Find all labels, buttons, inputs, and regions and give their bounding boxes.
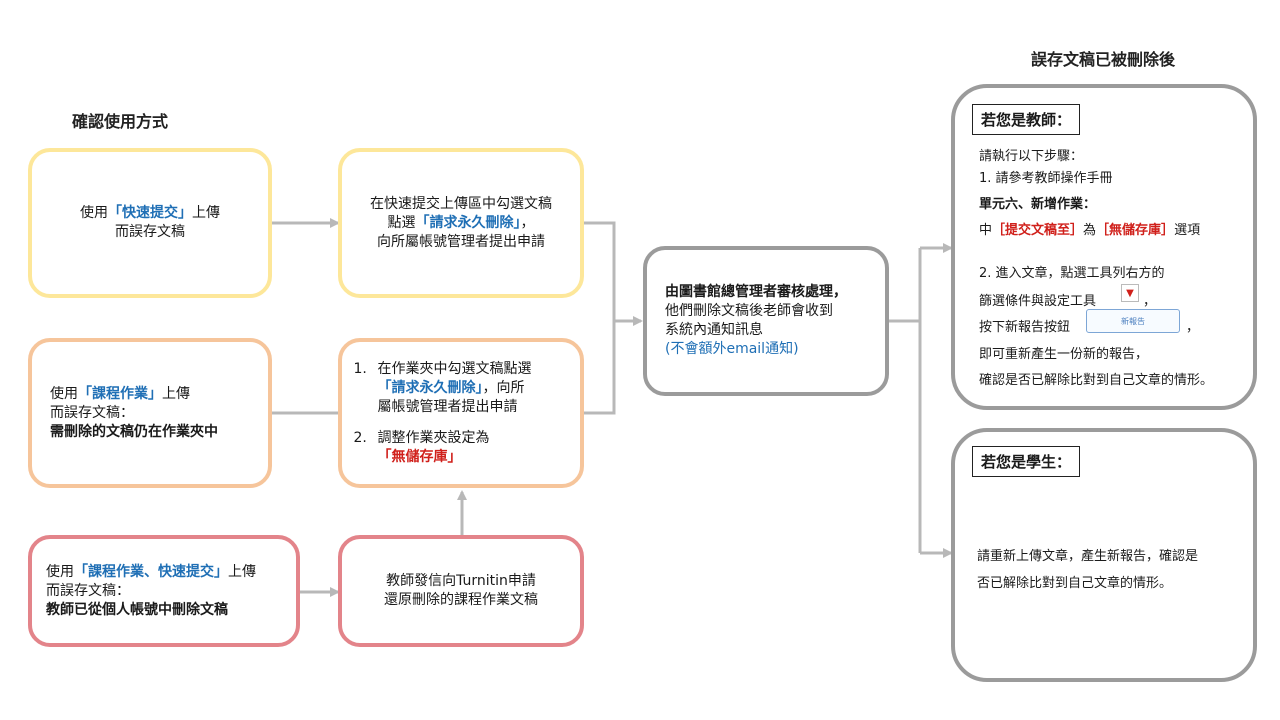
cause-quick-submit: 使用「快速提交」上傳 而誤存文稿 bbox=[28, 148, 272, 298]
text: 按下新報告按鈕 bbox=[979, 320, 1071, 335]
highlight-course-assignment: 「課程作業」 bbox=[78, 385, 162, 402]
text: 在作業夾中勾選文稿點選 bbox=[377, 360, 532, 377]
text: 上傳 bbox=[228, 563, 256, 580]
filter-dropdown-icon: ▼ bbox=[1121, 284, 1139, 302]
text: 調整作業夾設定為 bbox=[377, 429, 490, 446]
new-report-button[interactable]: 新報告 bbox=[1086, 309, 1180, 333]
text: 使用 bbox=[50, 385, 78, 402]
text: (不會額外email通知) bbox=[665, 341, 799, 357]
text: 否已解除比對到自己文章的情形。 bbox=[977, 576, 1173, 591]
text: 而誤存文稿： bbox=[46, 582, 130, 599]
text: 在快速提交上傳區中勾選文稿 bbox=[370, 195, 552, 212]
admin-review-box: 由圖書館總管理者審核處理， 他們刪除文稿後老師會收到 系統內通知訊息 (不會額外… bbox=[643, 246, 889, 396]
teacher-step1-options: 中［提交文稿至］為［無儲存庫］選項 bbox=[979, 219, 1200, 238]
text: 屬帳號管理者提出申請 bbox=[377, 398, 518, 415]
action-quick-submit: 在快速提交上傳區中勾選文稿 點選「請求永久刪除」， 向所屬帳號管理者提出申請 bbox=[338, 148, 584, 298]
teacher-panel bbox=[951, 84, 1257, 410]
text: 選項 bbox=[1174, 223, 1201, 238]
text: 為 bbox=[1083, 223, 1097, 238]
text: 而誤存文稿 bbox=[115, 224, 185, 240]
text: 點選 bbox=[387, 214, 416, 231]
highlight-request-delete: 「請求永久刪除」 bbox=[415, 214, 521, 231]
text: 上傳 bbox=[162, 385, 190, 402]
highlight-request-delete: 「請求永久刪除」 bbox=[377, 379, 483, 396]
text: 2. 進入文章，點選工具列右方的 bbox=[979, 266, 1165, 281]
text: 使用 bbox=[46, 563, 74, 580]
text: 需刪除的文稿仍在作業夾中 bbox=[50, 423, 218, 440]
left-heading: 確認使用方式 bbox=[72, 112, 169, 131]
text: 他們刪除文稿後老師會收到 bbox=[665, 303, 833, 319]
text: 中 bbox=[979, 223, 993, 238]
text: ， bbox=[1186, 320, 1200, 335]
text: 請重新上傳文章，產生新報告，確認是 bbox=[977, 549, 1199, 564]
text: 2. bbox=[353, 429, 367, 446]
text: 請執行以下步驟： bbox=[979, 149, 1084, 164]
text: 而誤存文稿： bbox=[50, 404, 134, 421]
text: 單元六、新增作業： bbox=[979, 197, 1097, 212]
text: 系統內通知訊息 bbox=[665, 322, 763, 338]
text: 向所屬帳號管理者提出申請 bbox=[377, 233, 545, 250]
highlight-submit-to: ［提交文稿至］ bbox=[992, 223, 1084, 238]
text: 確認是否已解除比對到自己文章的情形。 bbox=[979, 373, 1214, 388]
right-heading: 誤存文稿已被刪除後 bbox=[1031, 50, 1176, 69]
text: 即可重新產生一份新的報告， bbox=[979, 347, 1149, 362]
text: 教師發信向Turnitin申請 bbox=[386, 573, 536, 589]
highlight-course-and-quick: 「課程作業、快速提交」 bbox=[74, 563, 228, 580]
merge-line bbox=[584, 221, 616, 415]
text: 1. 請參考教師操作手冊 bbox=[979, 171, 1113, 186]
text: ， bbox=[520, 214, 535, 231]
text: ，向所 bbox=[482, 379, 525, 396]
cause-deleted-by-teacher: 使用「課程作業、快速提交」上傳 而誤存文稿： 教師已從個人帳號中刪除文稿 bbox=[28, 535, 300, 647]
cause-course-assignment: 使用「課程作業」上傳 而誤存文稿： 需刪除的文稿仍在作業夾中 bbox=[28, 338, 272, 488]
text: 由圖書館總管理者審核處理， bbox=[665, 284, 847, 300]
action-email-turnitin: 教師發信向Turnitin申請 還原刪除的課程作業文稿 bbox=[338, 535, 584, 647]
split-line bbox=[889, 248, 922, 323]
text: 1. bbox=[353, 360, 367, 377]
text: ， bbox=[1143, 294, 1157, 309]
text: 還原刪除的課程作業文稿 bbox=[384, 592, 538, 608]
highlight-no-repository: 「無儲存庫」 bbox=[377, 448, 462, 465]
highlight-quick-submit: 「快速提交」 bbox=[108, 205, 192, 221]
text: 教師已從個人帳號中刪除文稿 bbox=[46, 601, 228, 618]
highlight-no-repository: ［無儲存庫］ bbox=[1096, 223, 1175, 238]
action-course-assignment: 1. 在作業夾中勾選文稿點選 「請求永久刪除」，向所 屬帳號管理者提出申請 2. 調… bbox=[338, 338, 584, 488]
student-tag: 若您是學生： bbox=[972, 446, 1081, 477]
text: 篩選條件與設定工具 bbox=[979, 294, 1097, 309]
text: 使用 bbox=[80, 205, 108, 221]
teacher-tag: 若您是教師： bbox=[972, 104, 1081, 135]
text: 上傳 bbox=[192, 205, 220, 221]
